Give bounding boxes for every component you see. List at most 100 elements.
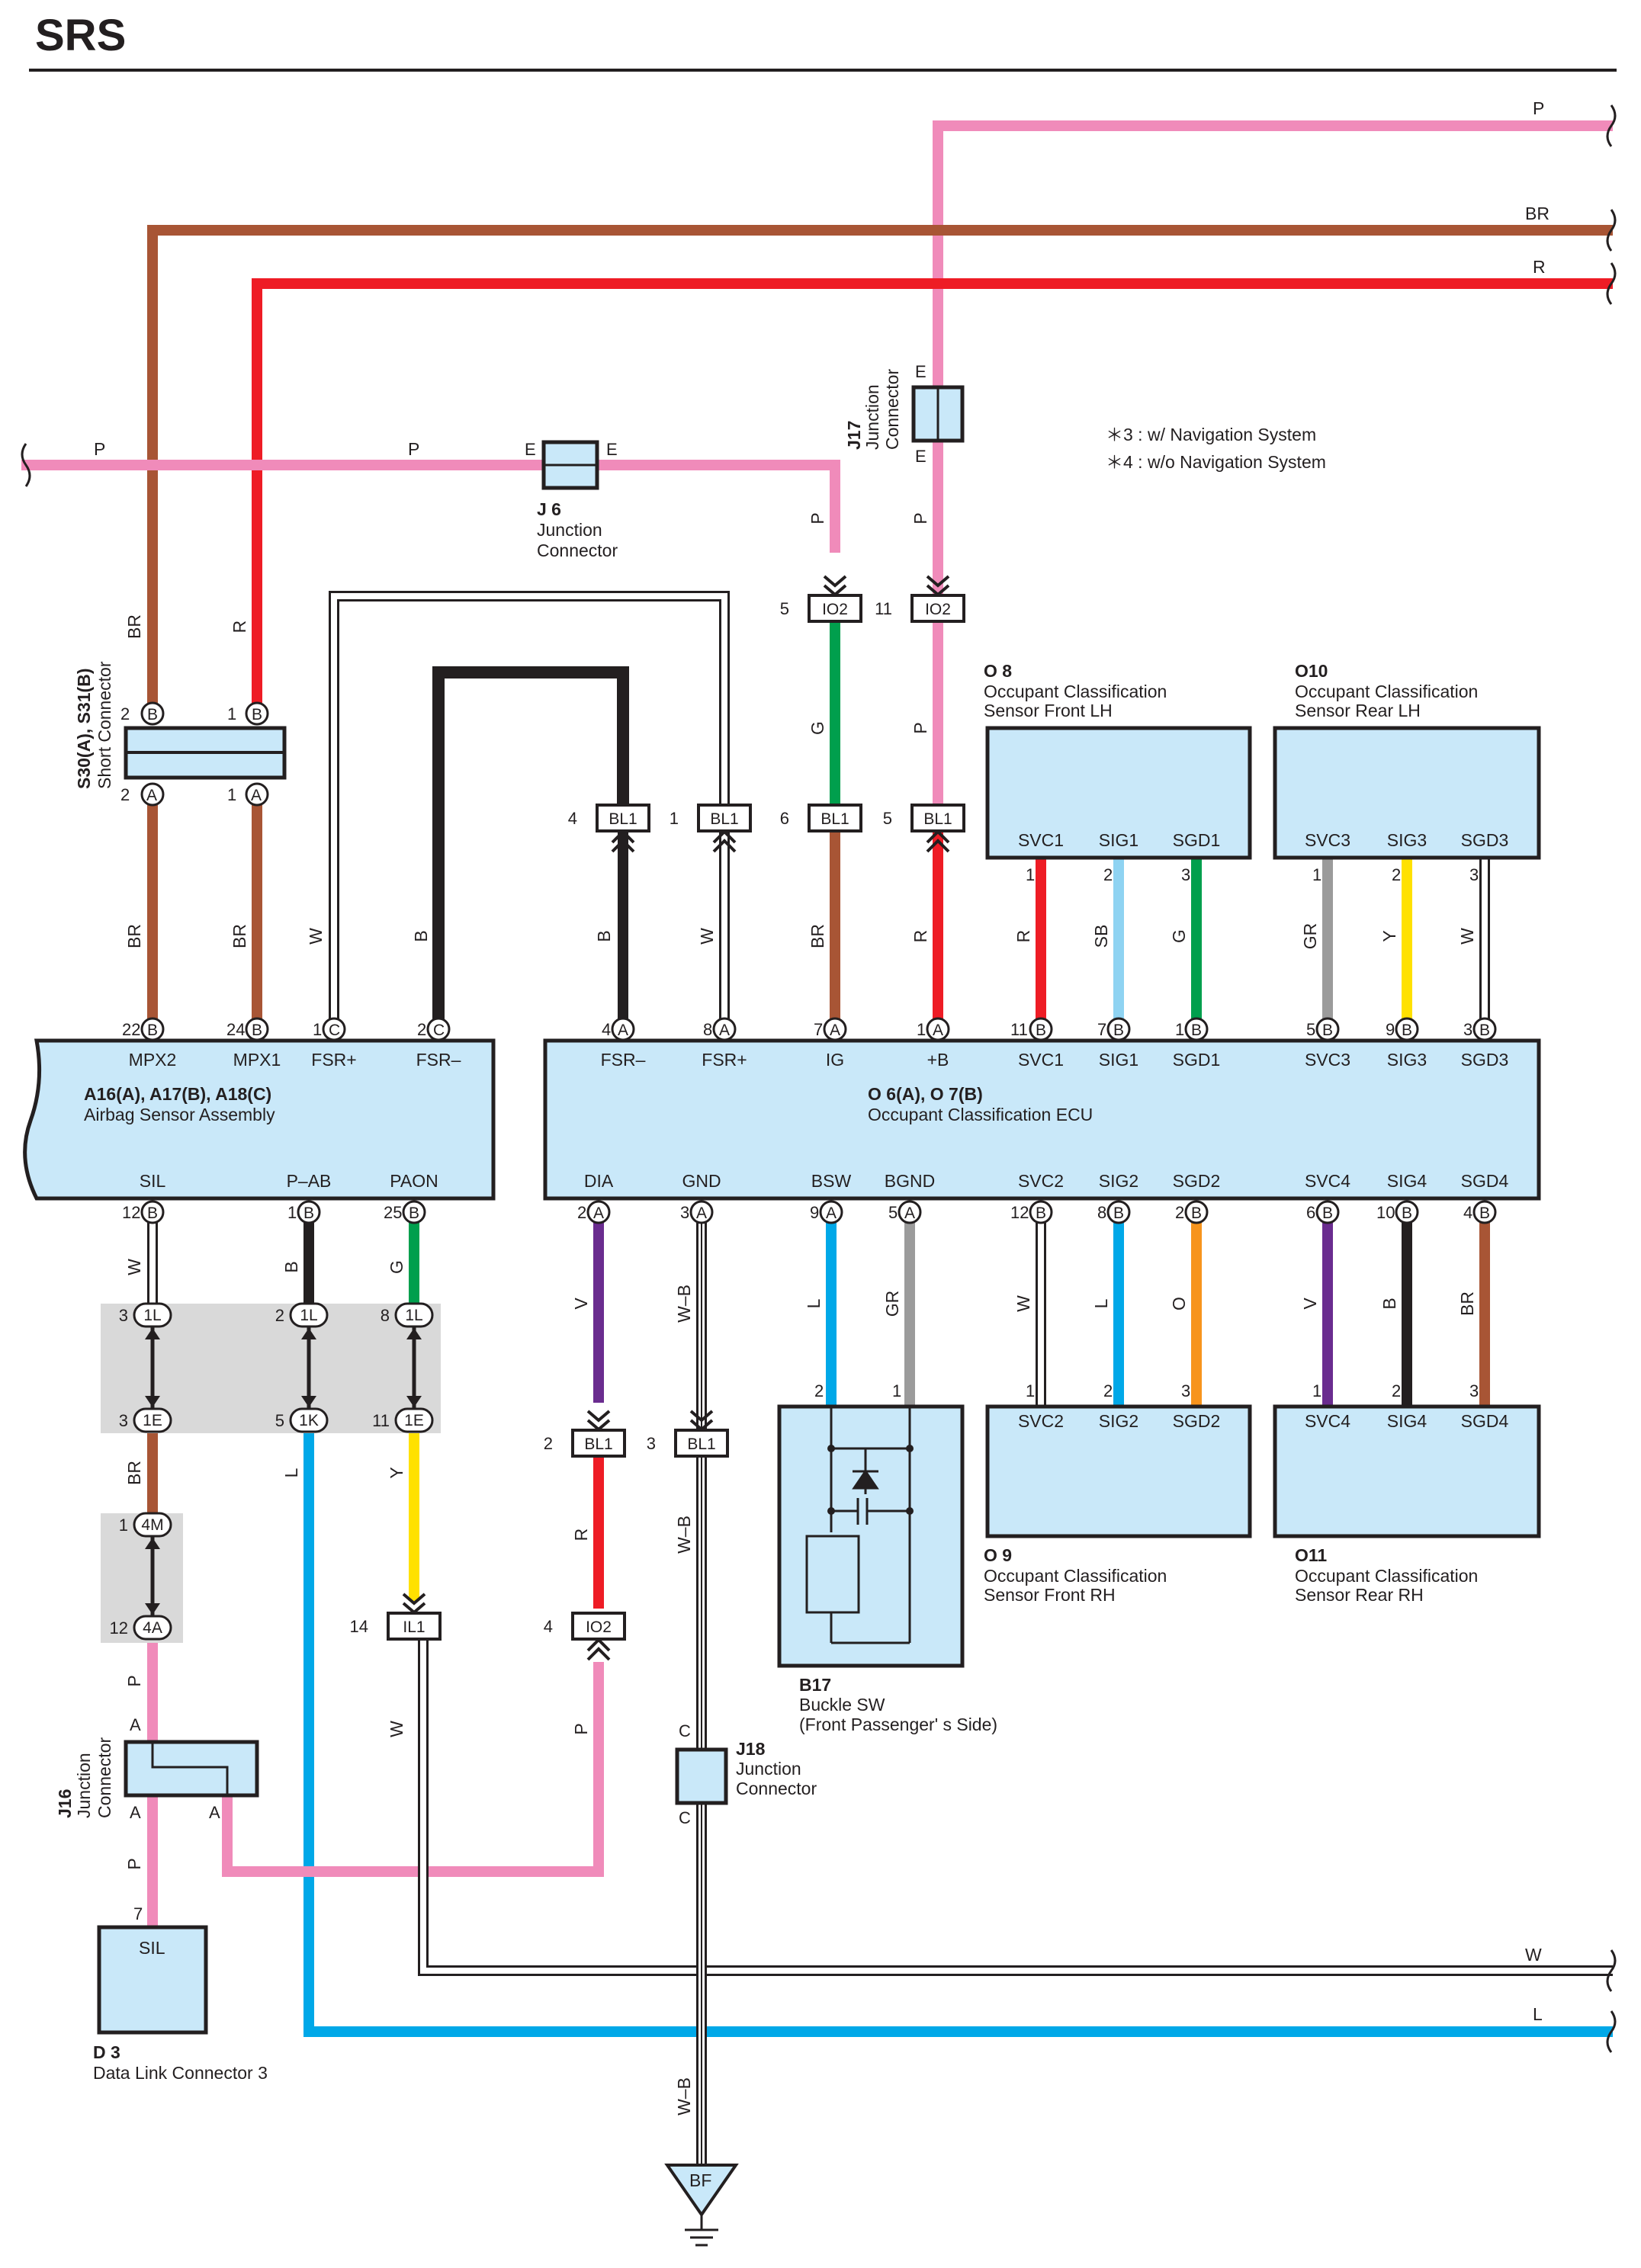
wire-label-o8_sb: SB [1091,925,1111,948]
d3-name: Data Link Connector 3 [93,2063,268,2083]
d3-pin-num: 7 [133,1904,143,1923]
svg-text:9: 9 [1386,1020,1395,1039]
svg-text:IO2: IO2 [925,601,951,618]
wire-label-svc2_w: W [1013,1295,1033,1312]
ocu-top-pin-b: A1+B [917,1017,950,1070]
svg-text:B: B [1113,1205,1124,1222]
svg-text:5: 5 [1306,1020,1315,1039]
wire-label-top_br: BR [1525,204,1549,223]
svg-text:A: A [719,1022,730,1039]
o11-box [1273,1404,1541,1538]
s30-name: Short Connector [95,661,114,789]
svg-text:B: B [1191,1205,1202,1222]
j17-code: J17 [844,421,864,450]
wire-label-top_r: R [1533,257,1546,277]
svg-text:3: 3 [1463,1020,1472,1039]
svg-text:1: 1 [1026,865,1035,884]
svg-text:BL1: BL1 [609,810,637,828]
svg-text:3: 3 [680,1203,689,1222]
svg-text:SVC4: SVC4 [1305,1411,1350,1431]
svg-text:1L: 1L [143,1307,161,1324]
wire-label-o8_r: R [1013,930,1033,943]
wire-label-io2_p: P [808,512,827,524]
svg-text:1: 1 [670,809,679,828]
svg-text:BGND: BGND [885,1171,935,1191]
o11-name2: Sensor Rear RH [1295,1585,1424,1605]
j16-a-right: A [209,1803,220,1822]
svg-text:3: 3 [119,1411,128,1430]
svg-text:3: 3 [1181,1381,1190,1400]
splice-link [145,1326,160,1409]
o10-box [1273,726,1541,860]
svg-text:B: B [303,1205,314,1222]
note-no-navigation: ＊4 : w/o Navigation System [1106,452,1326,472]
wire-p-left [21,460,840,553]
b17-pin1: 1 [892,1381,901,1400]
svg-text:B: B [1113,1022,1124,1039]
svg-text:2: 2 [1392,1381,1401,1400]
wire-label-sig4_b: B [1379,1298,1399,1309]
d3-pin-name: SIL [139,1938,165,1958]
b17-pin2: 2 [814,1381,824,1400]
j18-code: J18 [736,1739,766,1759]
o10-name2: Sensor Rear LH [1295,701,1421,720]
svg-text:C: C [329,1022,340,1039]
wire-label-o8_g: G [1169,929,1189,943]
j16-box [124,1740,259,1798]
svg-text:P–AB: P–AB [287,1171,332,1191]
svg-text:FSR–: FSR– [601,1050,646,1070]
wire-label-top_p: P [1533,98,1544,118]
svg-text:3: 3 [1469,865,1479,884]
d3-code: D 3 [93,2042,120,2062]
svg-text:A: A [251,787,262,804]
svg-text:SVC1: SVC1 [1018,1050,1064,1070]
svg-text:PAON: PAON [390,1171,438,1191]
svg-text:A: A [830,1022,840,1039]
wire-label-l_1k: L [281,1468,301,1477]
svg-text:B: B [1402,1205,1412,1222]
svg-text:4: 4 [1463,1203,1472,1222]
o8-name1: Occupant Classification [984,682,1167,701]
o8-box [985,726,1252,860]
svg-text:BL1: BL1 [687,1436,715,1453]
svg-text:B: B [1036,1022,1046,1039]
svg-text:A: A [904,1205,915,1222]
svg-text:BL1: BL1 [710,810,738,828]
wire-label-ig_br: BR [808,924,827,948]
wire-label-j17_p: P [910,512,930,524]
wire-label-wb_ground: W–B [674,2077,694,2116]
ground-label: BF [689,2170,711,2190]
svg-text:BL1: BL1 [820,810,849,828]
svg-text:3: 3 [1181,865,1190,884]
svg-text:2: 2 [275,1306,284,1325]
j17-bottom: E [915,447,926,466]
svg-text:1: 1 [1175,1020,1184,1039]
d3-box [97,1925,208,2035]
svg-text:25: 25 [384,1203,402,1222]
svg-text:SVC2: SVC2 [1018,1411,1064,1431]
wire-label-fsrp_w: W [697,928,717,945]
svg-text:5: 5 [888,1203,898,1222]
svg-text:B: B [1322,1205,1333,1222]
o10-name1: Occupant Classification [1295,682,1478,701]
j6-name1: Junction [537,520,602,540]
